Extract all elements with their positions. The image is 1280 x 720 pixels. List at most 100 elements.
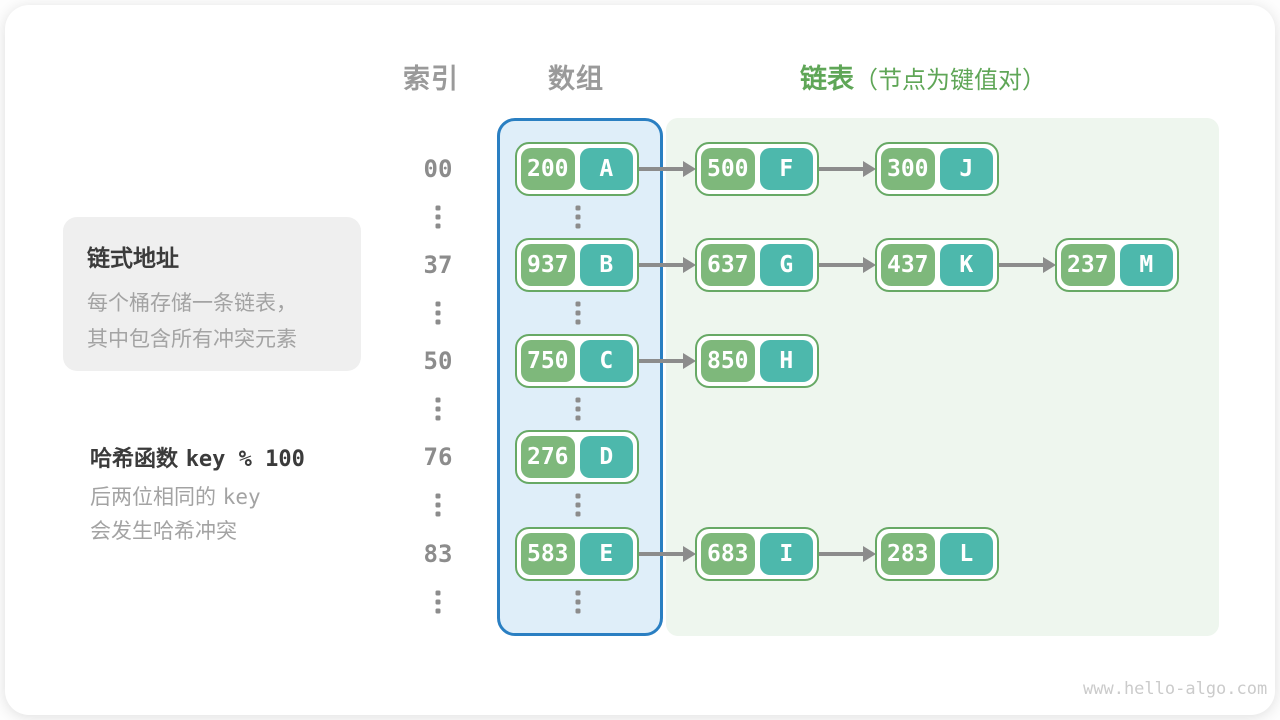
arrow-shaft xyxy=(819,263,866,267)
arrow-head xyxy=(863,257,876,273)
array-ellipsis xyxy=(575,493,581,517)
arrow-head xyxy=(683,257,696,273)
hash-function-label: 哈希函数 xyxy=(90,447,179,472)
ellipsis-dot xyxy=(575,301,581,307)
node-value: A xyxy=(579,148,633,190)
ellipsis-dot xyxy=(575,223,581,229)
arrow-shaft xyxy=(999,263,1046,267)
column-header-array: 数组 xyxy=(548,64,604,95)
ellipsis-dot xyxy=(575,599,581,605)
bucket-index: 37 xyxy=(423,251,453,279)
node-key: 937 xyxy=(521,244,575,286)
ellipsis-dot xyxy=(435,397,441,403)
array-ellipsis xyxy=(575,205,581,229)
ellipsis-dot xyxy=(435,214,441,220)
ellipsis-dot xyxy=(575,310,581,316)
node-value: B xyxy=(579,244,633,286)
ellipsis-dot xyxy=(575,608,581,614)
ellipsis-dot xyxy=(435,608,441,614)
array-ellipsis xyxy=(575,590,581,614)
column-header-index: 索引 xyxy=(403,64,459,95)
ellipsis-dot xyxy=(575,319,581,325)
ellipsis-dot xyxy=(435,415,441,421)
arrow-shaft xyxy=(639,552,686,556)
node-key: 276 xyxy=(521,436,575,478)
ellipsis-dot xyxy=(435,502,441,508)
node-key: 200 xyxy=(521,148,575,190)
node-key: 500 xyxy=(701,148,755,190)
next-pointer-arrow xyxy=(999,257,1056,273)
node-value: I xyxy=(759,533,813,575)
node-key: 300 xyxy=(881,148,935,190)
next-pointer-arrow xyxy=(819,161,876,177)
node-key: 637 xyxy=(701,244,755,286)
bucket-index: 76 xyxy=(423,443,453,471)
next-pointer-arrow xyxy=(639,546,696,562)
ellipsis-dot xyxy=(435,599,441,605)
index-ellipsis xyxy=(435,493,441,517)
ellipsis-dot xyxy=(575,397,581,403)
linked-list-label: 链表 xyxy=(800,64,854,95)
note-box-line1: 每个桶存储一条链表， xyxy=(87,291,297,315)
arrow-shaft xyxy=(639,263,686,267)
ellipsis-dot xyxy=(435,319,441,325)
bucket-index: 83 xyxy=(423,540,453,568)
next-pointer-arrow xyxy=(639,353,696,369)
ellipsis-dot xyxy=(575,493,581,499)
ellipsis-dot xyxy=(435,205,441,211)
arrow-head xyxy=(683,546,696,562)
ellipsis-dot xyxy=(575,590,581,596)
node-key: 850 xyxy=(701,340,755,382)
hash-note-line1: 后两位相同的 key xyxy=(90,480,261,514)
arrow-head xyxy=(1043,257,1056,273)
node-value: J xyxy=(939,148,993,190)
node-key: 283 xyxy=(881,533,935,575)
arrow-head xyxy=(863,161,876,177)
node-key: 683 xyxy=(701,533,755,575)
ellipsis-dot xyxy=(575,502,581,508)
hash-note-prefix: 后两位相同的 xyxy=(90,485,216,509)
hash-function-line: 哈希函数 key % 100 xyxy=(90,441,305,473)
hash-collision-note: 后两位相同的 key 会发生哈希冲突 xyxy=(90,480,261,548)
arrow-shaft xyxy=(639,359,686,363)
hash-note-line2: 会发生哈希冲突 xyxy=(90,519,237,543)
node-value: F xyxy=(759,148,813,190)
arrow-shaft xyxy=(639,167,686,171)
ellipsis-dot xyxy=(435,511,441,517)
arrow-head xyxy=(683,161,696,177)
node-value: E xyxy=(579,533,633,575)
next-pointer-arrow xyxy=(819,546,876,562)
node-key: 750 xyxy=(521,340,575,382)
ellipsis-dot xyxy=(435,406,441,412)
arrow-shaft xyxy=(819,167,866,171)
ellipsis-dot xyxy=(575,205,581,211)
arrow-shaft xyxy=(819,552,866,556)
node-value: K xyxy=(939,244,993,286)
ellipsis-dot xyxy=(575,511,581,517)
next-pointer-arrow xyxy=(819,257,876,273)
node-value: C xyxy=(579,340,633,382)
bucket-index: 00 xyxy=(423,155,453,183)
node-value: H xyxy=(759,340,813,382)
ellipsis-dot xyxy=(435,301,441,307)
node-key: 437 xyxy=(881,244,935,286)
note-box-line2: 其中包含所有冲突元素 xyxy=(87,327,297,351)
linked-list-note: （节点为键值对） xyxy=(854,66,1046,94)
hash-function-code: key % 100 xyxy=(185,447,305,472)
hash-note-code: key xyxy=(222,485,261,509)
node-value: M xyxy=(1119,244,1173,286)
ellipsis-dot xyxy=(575,214,581,220)
next-pointer-arrow xyxy=(639,257,696,273)
figure-card: 索引 数组 链表（节点为键值对） 链式地址 每个桶存储一条链表， 其中包含所有冲… xyxy=(5,5,1275,715)
